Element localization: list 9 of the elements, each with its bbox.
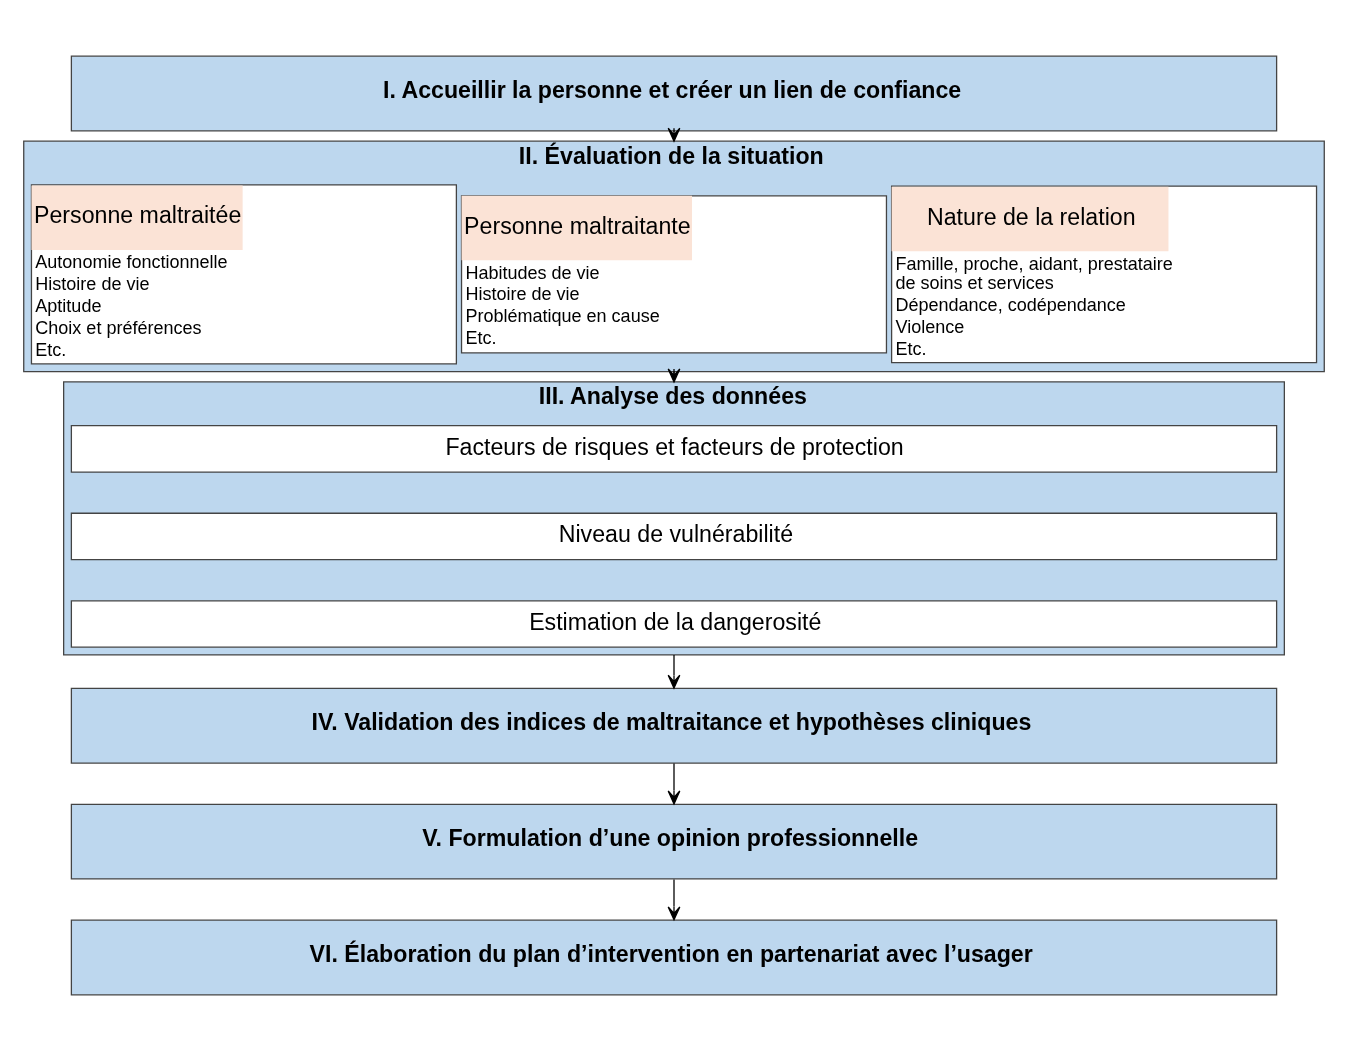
node-box: Estimation de la dangerosité xyxy=(70,600,1278,648)
arrow xyxy=(667,878,681,921)
arrow xyxy=(667,762,681,805)
node-box: VI. Élaboration du plan d’intervention en partenariat avec l’usager xyxy=(70,919,1278,996)
node-box: Facteurs de risques et facteurs de protection xyxy=(70,425,1278,473)
node-box: V. Formulation d’une opinion professionnelle xyxy=(70,803,1278,880)
arrow xyxy=(667,654,681,689)
node-box: Niveau de vulnérabilité xyxy=(70,512,1278,561)
node-box: IV. Validation des indices de maltraitance et hypothèses cliniques xyxy=(70,687,1278,764)
